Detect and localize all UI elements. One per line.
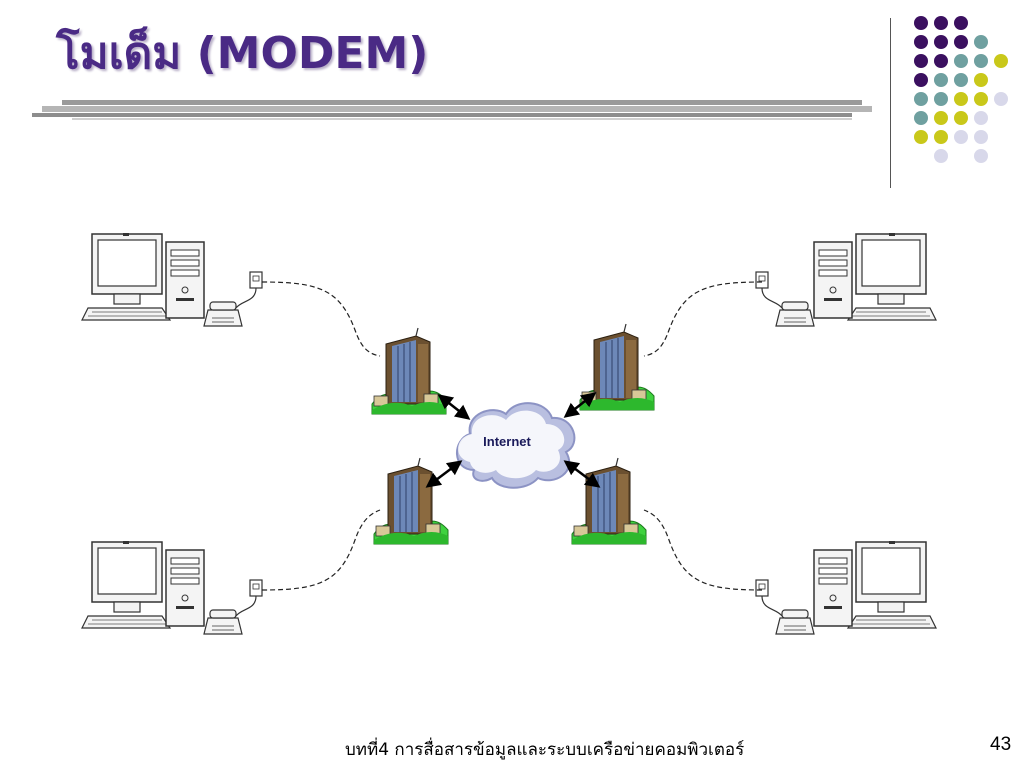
dot [954, 54, 968, 68]
dot [934, 54, 948, 68]
building-bottom-left [373, 457, 449, 545]
dot [934, 92, 948, 106]
dot [954, 130, 968, 144]
dot [974, 130, 988, 144]
internet-cloud: Internet [456, 402, 576, 489]
dot [914, 73, 928, 87]
title-underline [32, 100, 872, 120]
dot [954, 92, 968, 106]
dot [974, 111, 988, 125]
computer-top-right [755, 232, 937, 327]
computer-top-left [81, 232, 263, 327]
dot [954, 73, 968, 87]
dot [974, 92, 988, 106]
dot [914, 35, 928, 49]
dot [974, 35, 988, 49]
dot [914, 130, 928, 144]
dot [994, 54, 1008, 68]
dot [974, 73, 988, 87]
dot [934, 35, 948, 49]
dot [914, 54, 928, 68]
dot [914, 16, 928, 30]
dot [934, 73, 948, 87]
connection-arrows [425, 392, 601, 488]
dot [954, 35, 968, 49]
dot [994, 92, 1008, 106]
building-bottom-right [571, 457, 647, 545]
phone-lines [261, 281, 763, 591]
dot [954, 16, 968, 30]
dot [954, 111, 968, 125]
dot [934, 130, 948, 144]
building-top-left [371, 327, 447, 415]
dot [914, 92, 928, 106]
computer-bottom-left [81, 540, 263, 635]
dot [914, 111, 928, 125]
computer-bottom-right [755, 540, 937, 635]
slide-title: โมเด็ม (MODEM) [56, 28, 429, 79]
dot [934, 149, 948, 163]
decorative-vertical-line [890, 18, 891, 188]
internet-label: Internet [483, 434, 531, 449]
page-number: 43 [990, 734, 1012, 755]
dot [974, 54, 988, 68]
dot [934, 16, 948, 30]
decorative-dot-grid [905, 10, 1015, 170]
slide-footer: บทที่4 การสื่อสารข้อมูลและระบบเครือข่ายค… [345, 740, 745, 760]
dot [934, 111, 948, 125]
dot [974, 149, 988, 163]
